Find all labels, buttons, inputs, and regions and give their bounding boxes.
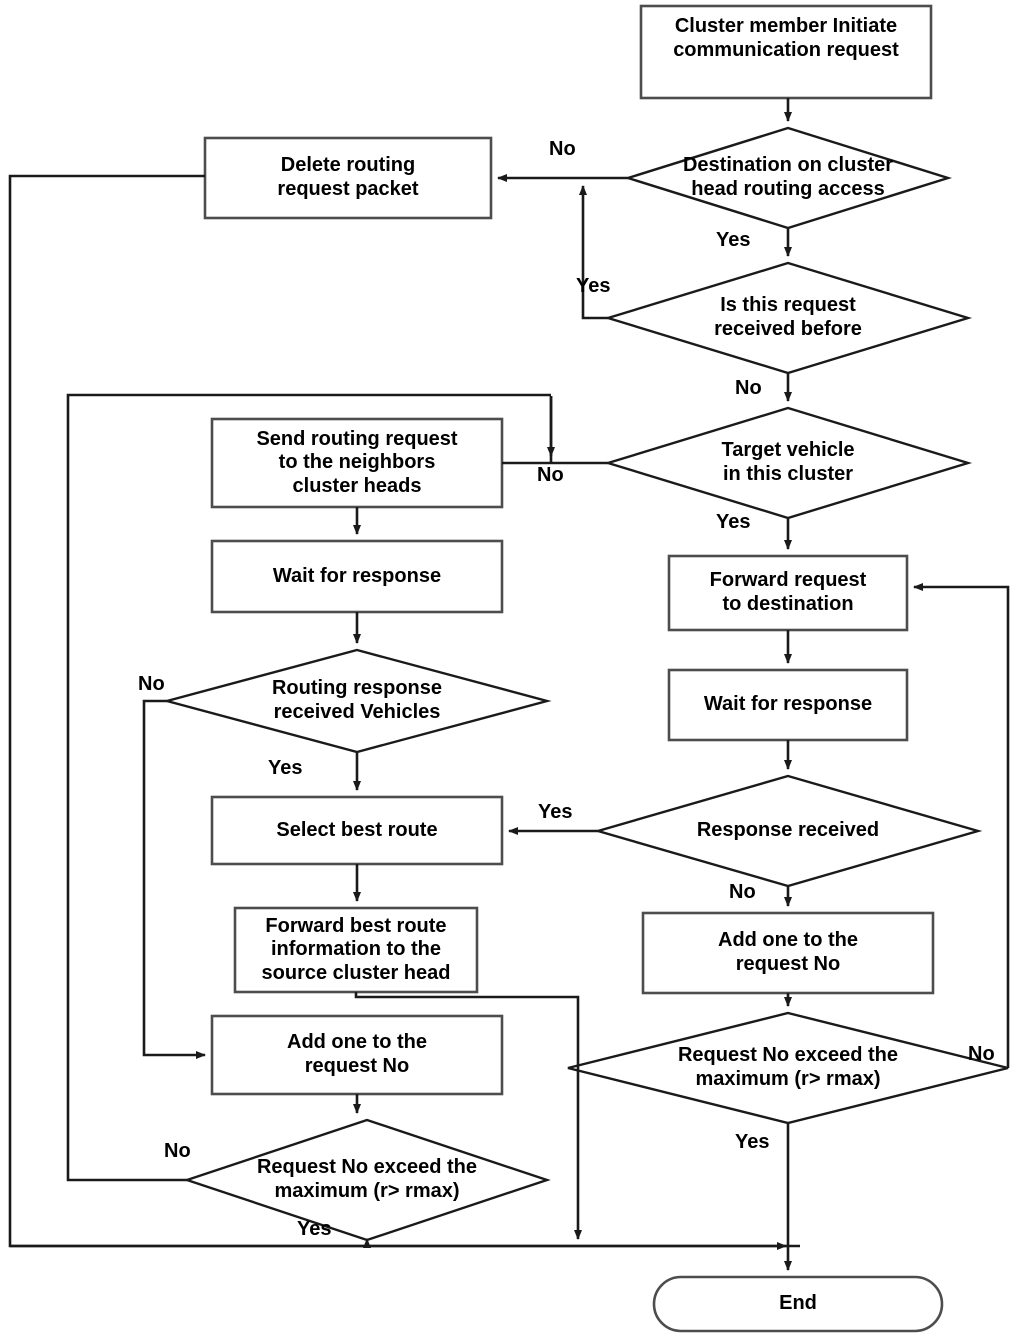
node-add-one-left bbox=[210, 1014, 504, 1096]
node-add-one-right bbox=[641, 911, 935, 995]
edge-exceedright-no-loop bbox=[913, 583, 1010, 1068]
node-select-best bbox=[210, 795, 504, 866]
node-send-to-neighbors bbox=[210, 417, 504, 509]
node-wait-left bbox=[210, 539, 504, 614]
node-end bbox=[652, 1275, 944, 1333]
node-dest-on-ch bbox=[623, 126, 953, 230]
node-exceed-right bbox=[567, 1011, 1009, 1125]
node-start bbox=[639, 4, 933, 100]
edge-recvbefore-yes-merge bbox=[579, 185, 608, 320]
node-received-before bbox=[603, 261, 973, 375]
node-response-received bbox=[593, 774, 983, 888]
edge-forwardbest-to-bottombus bbox=[354, 992, 582, 1240]
node-wait-right bbox=[667, 668, 909, 742]
edge-routing-no-to-addone bbox=[142, 699, 206, 1059]
node-delete-packet bbox=[203, 136, 493, 220]
node-forward-dest bbox=[667, 554, 909, 632]
node-target-in-cluster bbox=[603, 406, 973, 520]
edge-target-no-to-send bbox=[502, 396, 608, 465]
edge-exceedleft-no-loop bbox=[66, 393, 551, 1182]
node-routing-response bbox=[162, 648, 552, 754]
node-exceed-left bbox=[183, 1118, 551, 1242]
node-forward-best bbox=[233, 906, 479, 994]
